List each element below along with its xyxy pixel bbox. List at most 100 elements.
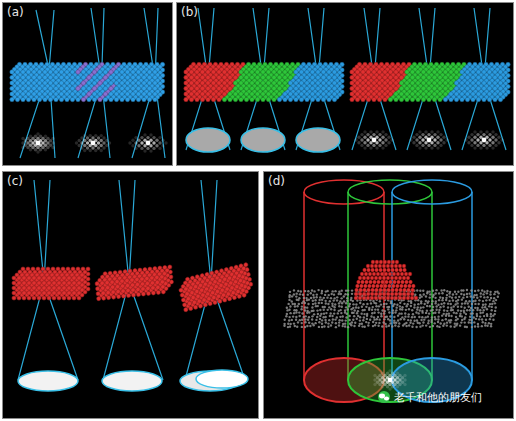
atom [288,97,292,101]
atom [15,65,19,69]
atom [490,89,494,93]
atom [489,73,493,77]
atom [498,92,502,96]
atom [257,79,261,83]
atom [467,79,471,83]
atom [423,84,427,88]
atom [402,84,406,88]
atom [340,62,344,66]
atom [133,78,137,82]
atom [465,70,469,74]
atom [446,73,450,77]
atom [186,84,190,88]
atom [337,76,341,80]
atom [481,65,485,69]
atom [246,84,250,88]
electron-beam [241,8,269,150]
atom [355,70,359,74]
atom [48,81,52,85]
atom [94,62,98,66]
atom [321,75,325,79]
atom [313,73,317,77]
atom [158,81,162,85]
atom [462,95,466,99]
atom [429,67,433,71]
atom [222,92,226,96]
atom [451,95,455,99]
atom [440,90,444,94]
diffraction-spot [161,139,164,142]
atom [429,84,433,88]
atom [200,92,204,96]
atom [334,73,338,77]
atom [239,86,243,90]
diffraction-spot [80,141,83,144]
panel: (c) [2,171,259,419]
atom [195,86,199,90]
atom [136,81,140,85]
atom [310,76,314,80]
atom [334,84,338,88]
atom [83,73,87,77]
atom [152,70,156,74]
atom [268,73,272,77]
atom [440,62,444,66]
atom [312,79,316,83]
atom [415,81,419,85]
atom [247,78,251,82]
atom [155,84,159,88]
atom [399,87,403,91]
atom [385,95,389,99]
atom [357,84,361,88]
atom [222,76,226,80]
atom [299,92,303,96]
diffraction-spot [80,146,83,149]
atom [211,70,215,74]
atom [92,81,96,85]
atom [382,87,386,91]
diffraction-spot [49,144,52,147]
atom [272,97,276,101]
atom [500,73,504,77]
atom [380,78,384,82]
atom [136,76,140,80]
atom [307,62,311,66]
atom [250,81,254,85]
atom [490,84,494,88]
atom [103,87,107,91]
atom [476,87,480,91]
atom [321,76,325,80]
atom [310,65,314,69]
atom [468,84,472,88]
atom [277,87,281,91]
atom [81,70,85,74]
atom [78,78,82,82]
atom [385,79,389,83]
atom [268,79,272,83]
atom [200,92,204,96]
atom [443,92,447,96]
atom [484,67,488,71]
atom [470,92,474,96]
atom [197,89,201,93]
atom [70,70,74,74]
atom [53,81,57,85]
electron-beam [308,8,340,150]
atom [59,87,63,91]
atom [192,89,196,93]
atom [155,68,159,72]
diffraction-spot [29,144,32,147]
atom [206,86,210,90]
atom [470,87,474,91]
atom [380,84,384,88]
electron-beam [296,8,324,150]
atom [390,68,394,72]
atom [326,92,330,96]
atom [252,89,256,93]
atom [130,81,134,85]
atom [228,92,232,96]
atom [142,75,146,79]
atom [299,76,303,80]
atom [125,92,129,96]
atom [377,81,381,85]
